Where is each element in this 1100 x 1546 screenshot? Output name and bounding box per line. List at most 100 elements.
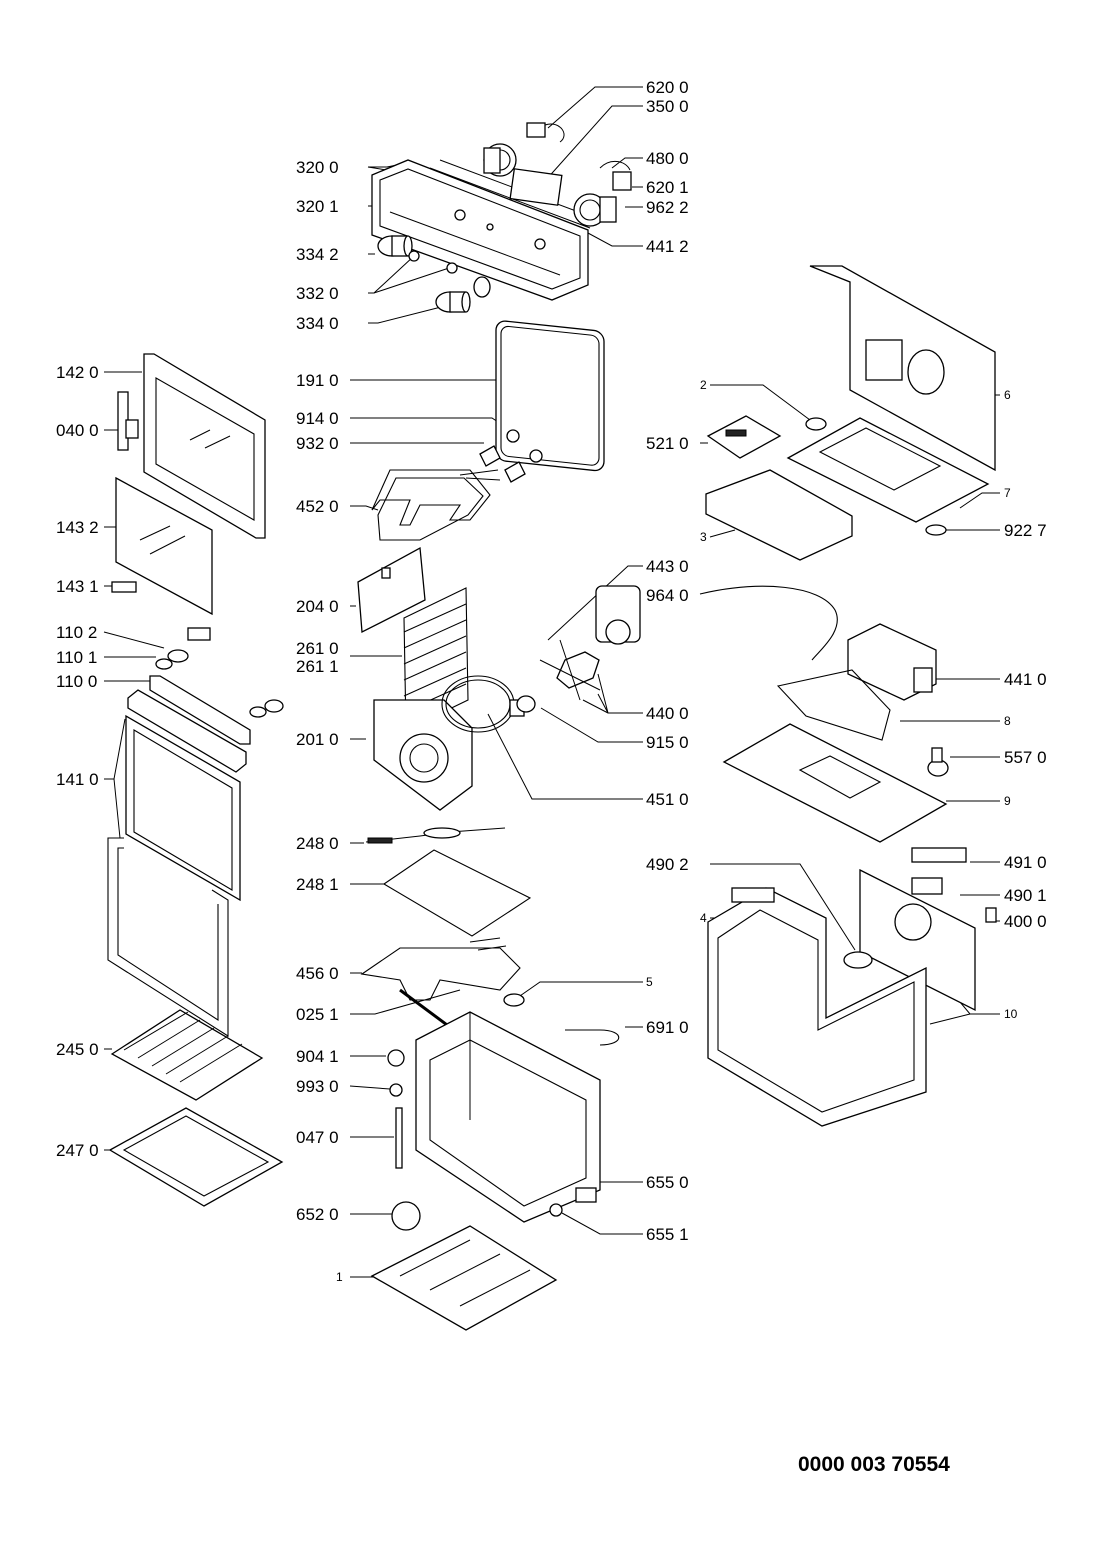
door-handle-part bbox=[127, 675, 251, 773]
door-gasket-part bbox=[495, 320, 605, 472]
label-8: 8 bbox=[1004, 714, 1011, 728]
label-6: 6 bbox=[1004, 388, 1011, 402]
label-142-0: 142 0 bbox=[56, 363, 99, 382]
label-040-0: 040 0 bbox=[56, 421, 99, 440]
leader-lines bbox=[103, 86, 1000, 1278]
label-440-0: 440 0 bbox=[646, 704, 689, 723]
shelf-runners-part bbox=[403, 587, 469, 731]
safety-thermostat-part bbox=[927, 747, 949, 777]
label-914-0: 914 0 bbox=[296, 409, 339, 428]
door-outer-part bbox=[143, 353, 266, 539]
label-1: 1 bbox=[336, 1270, 343, 1284]
label-110-0: 110 0 bbox=[56, 672, 97, 691]
label-141-0: 141 0 bbox=[56, 770, 99, 789]
glass-clips-part bbox=[111, 581, 211, 641]
door-hinge-part bbox=[117, 391, 139, 451]
label-201-0: 201 0 bbox=[296, 730, 339, 749]
label-9: 9 bbox=[1004, 794, 1011, 808]
label-962-2: 962 2 bbox=[646, 198, 689, 217]
label-904-1: 904 1 bbox=[296, 1047, 339, 1066]
label-110-1: 110 1 bbox=[56, 648, 97, 667]
label-332-0: 332 0 bbox=[296, 284, 339, 303]
label-350-0: 350 0 bbox=[646, 97, 689, 116]
label-2: 2 bbox=[700, 378, 707, 392]
label-334-0: 334 0 bbox=[296, 314, 339, 333]
label-191-0: 191 0 bbox=[296, 371, 339, 390]
label-248-0: 248 0 bbox=[296, 834, 339, 853]
control-panel-part bbox=[371, 159, 601, 301]
label-490-1: 490 1 bbox=[1004, 886, 1047, 905]
grill-element-part bbox=[371, 469, 501, 541]
label-557-0: 557 0 bbox=[1004, 748, 1047, 767]
oven-housing-part bbox=[707, 887, 927, 1127]
label-334-2: 334 2 bbox=[296, 245, 339, 264]
label-245-0: 245 0 bbox=[56, 1040, 99, 1059]
label-261-0: 261 0 bbox=[296, 639, 339, 658]
label-964-0: 964 0 bbox=[646, 586, 689, 605]
label-3: 3 bbox=[700, 530, 707, 544]
top-panel-part bbox=[809, 265, 996, 472]
label-7: 7 bbox=[1004, 486, 1011, 500]
baking-tray-part bbox=[108, 1107, 284, 1207]
label-922-7: 922 7 bbox=[1004, 521, 1047, 540]
electronic-board-part bbox=[706, 415, 782, 459]
label-456-0: 456 0 bbox=[296, 964, 339, 983]
label-441-2: 441 2 bbox=[646, 237, 689, 256]
label-491-0: 491 0 bbox=[1004, 853, 1047, 872]
label-451-0: 451 0 bbox=[646, 790, 689, 809]
door-front-glass-part bbox=[125, 714, 241, 902]
label-5: 5 bbox=[646, 975, 653, 989]
door-pads-part bbox=[155, 649, 284, 718]
label-452-0: 452 0 bbox=[296, 497, 339, 516]
thermostat-parts bbox=[387, 1049, 421, 1231]
label-10: 10 bbox=[1004, 1007, 1018, 1021]
inner-glass-part bbox=[115, 476, 213, 616]
label-204-0: 204 0 bbox=[296, 597, 339, 616]
part-labels: 620 0 350 0 320 0 480 0 620 1 962 2 320 … bbox=[56, 78, 1047, 1284]
bottom-element-part bbox=[360, 937, 521, 1001]
label-143-1: 143 1 bbox=[56, 577, 99, 596]
label-261-1: 261 1 bbox=[296, 657, 339, 676]
label-441-0: 441 0 bbox=[1004, 670, 1047, 689]
label-320-1: 320 1 bbox=[296, 197, 339, 216]
rear-panel-part bbox=[859, 868, 976, 1012]
label-247-0: 247 0 bbox=[56, 1141, 99, 1160]
label-047-0: 047 0 bbox=[296, 1128, 339, 1147]
label-443-0: 443 0 bbox=[646, 557, 689, 576]
label-691-0: 691 0 bbox=[646, 1018, 689, 1037]
selector-switches-part bbox=[483, 122, 632, 227]
cooling-fan-bracket-part bbox=[776, 669, 891, 741]
bottom-insulation-part bbox=[786, 417, 990, 536]
label-400-0: 400 0 bbox=[1004, 912, 1047, 931]
top-cover-part bbox=[722, 723, 948, 843]
wire-shelf-part bbox=[110, 1009, 264, 1101]
label-932-0: 932 0 bbox=[296, 434, 339, 453]
terminal-block-part bbox=[911, 847, 997, 923]
label-521-0: 521 0 bbox=[646, 434, 689, 453]
door-frame-part bbox=[107, 837, 229, 1037]
label-620-1: 620 1 bbox=[646, 178, 689, 197]
label-320-0: 320 0 bbox=[296, 158, 339, 177]
label-110-2: 110 2 bbox=[56, 623, 97, 642]
label-620-0: 620 0 bbox=[646, 78, 689, 97]
bulb-fittings-part bbox=[479, 429, 543, 483]
label-4: 4 bbox=[700, 911, 707, 925]
fan-cover-part bbox=[373, 699, 473, 811]
back-panel-part bbox=[357, 546, 426, 634]
document-number: 0000 003 70554 bbox=[798, 1453, 950, 1476]
cooling-fan-part bbox=[847, 623, 937, 701]
fan-motor-part bbox=[516, 585, 641, 713]
base-plate-part bbox=[705, 469, 853, 561]
meat-probe-part bbox=[365, 827, 506, 844]
label-915-0: 915 0 bbox=[646, 733, 689, 752]
label-490-2: 490 2 bbox=[646, 855, 689, 874]
label-655-1: 655 1 bbox=[646, 1225, 689, 1244]
probe-bracket-part bbox=[383, 849, 532, 937]
label-480-0: 480 0 bbox=[646, 149, 689, 168]
label-993-0: 993 0 bbox=[296, 1077, 339, 1096]
label-652-0: 652 0 bbox=[296, 1205, 339, 1224]
label-248-1: 248 1 bbox=[296, 875, 339, 894]
fan-duct-part bbox=[699, 585, 838, 661]
base-tray-part bbox=[370, 1225, 558, 1331]
